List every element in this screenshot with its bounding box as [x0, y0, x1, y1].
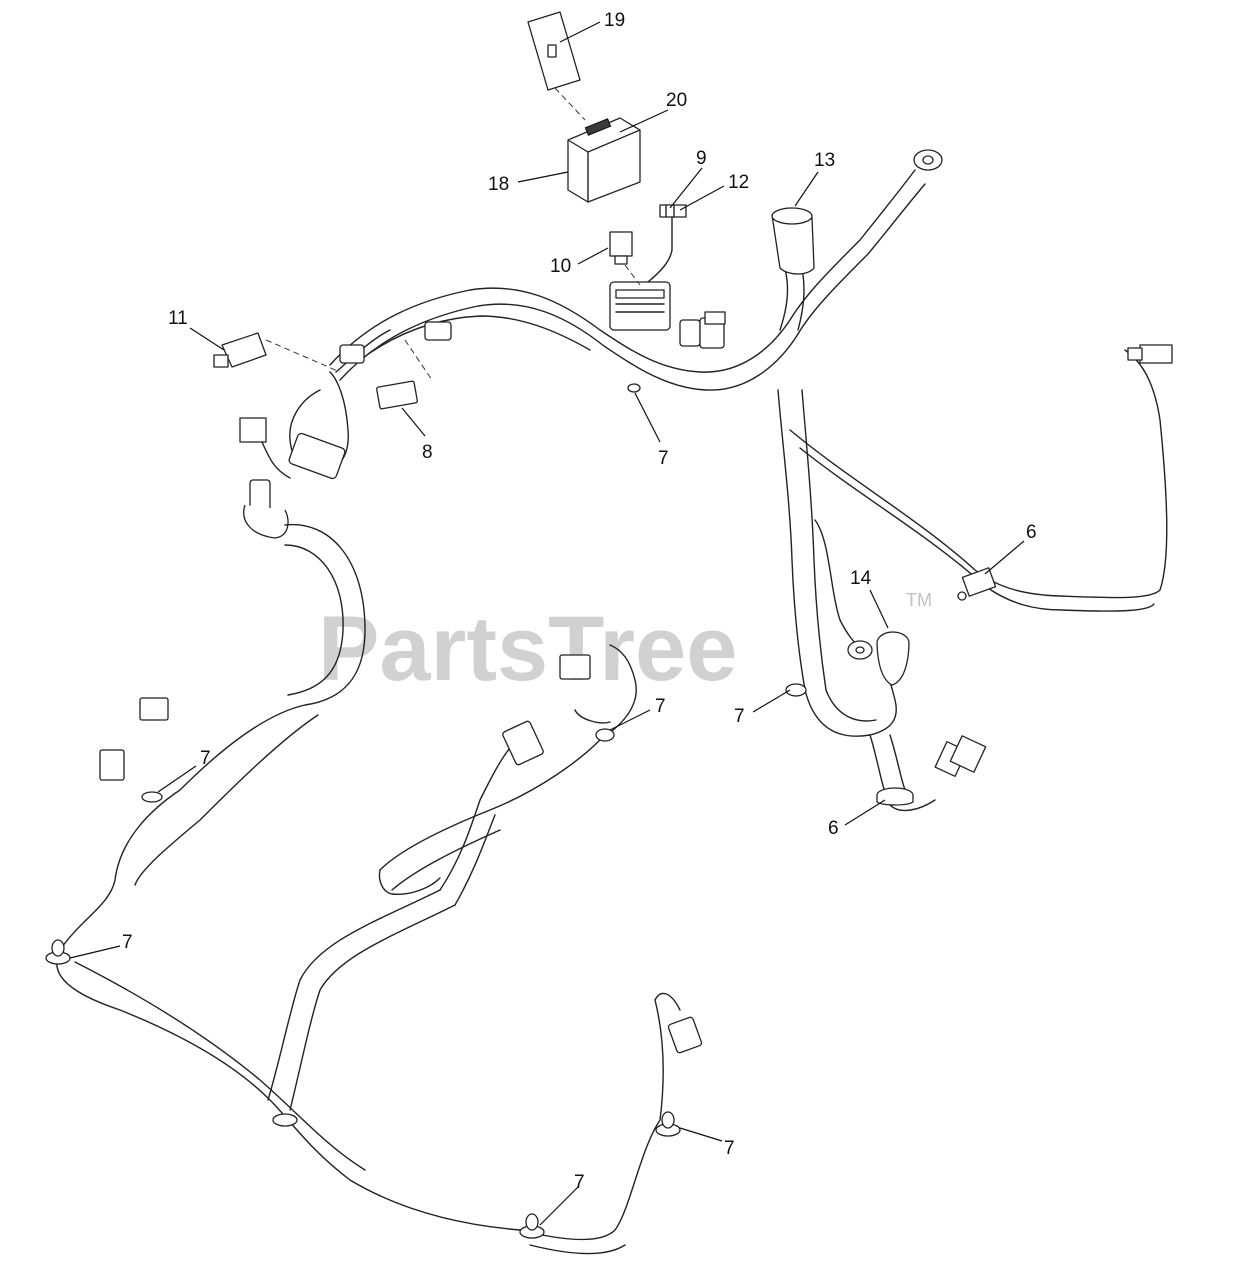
callout-12: 12 [728, 172, 749, 193]
main-connector-block [609, 204, 726, 349]
callout-20: 20 [666, 90, 687, 111]
callout-11: 11 [168, 308, 188, 329]
watermark-trademark: TM [906, 590, 932, 610]
lower-harness [45, 383, 807, 1255]
callout-7: 7 [734, 706, 745, 727]
module-18 [554, 87, 641, 203]
left-connector-cluster [213, 321, 452, 539]
callout-6: 6 [1026, 522, 1037, 543]
upper-harness-trunk [329, 149, 943, 391]
callout-14: 14 [850, 568, 872, 589]
callout-7: 7 [200, 748, 211, 769]
callout-13: 13 [814, 150, 835, 171]
callout-10: 10 [550, 256, 571, 277]
callout-7: 7 [122, 932, 133, 953]
callout-7: 7 [724, 1138, 735, 1159]
item-13-boot [771, 207, 815, 275]
callout-7: 7 [574, 1172, 585, 1193]
callout-18: 18 [488, 174, 509, 195]
callout-19: 19 [604, 10, 625, 31]
bracket-19 [527, 11, 581, 91]
right-harness-branch [777, 344, 1173, 812]
callout-labels: 19 20 18 9 12 13 10 11 8 7 6 14 7 7 6 7 … [122, 10, 1037, 1193]
watermark-text: PartsTree [318, 598, 737, 700]
callout-8: 8 [422, 442, 433, 463]
callout-6: 6 [828, 818, 839, 839]
callout-9: 9 [696, 148, 707, 169]
callout-7: 7 [655, 696, 666, 717]
callout-7: 7 [658, 448, 669, 469]
leader-lines [69, 21, 1025, 1226]
